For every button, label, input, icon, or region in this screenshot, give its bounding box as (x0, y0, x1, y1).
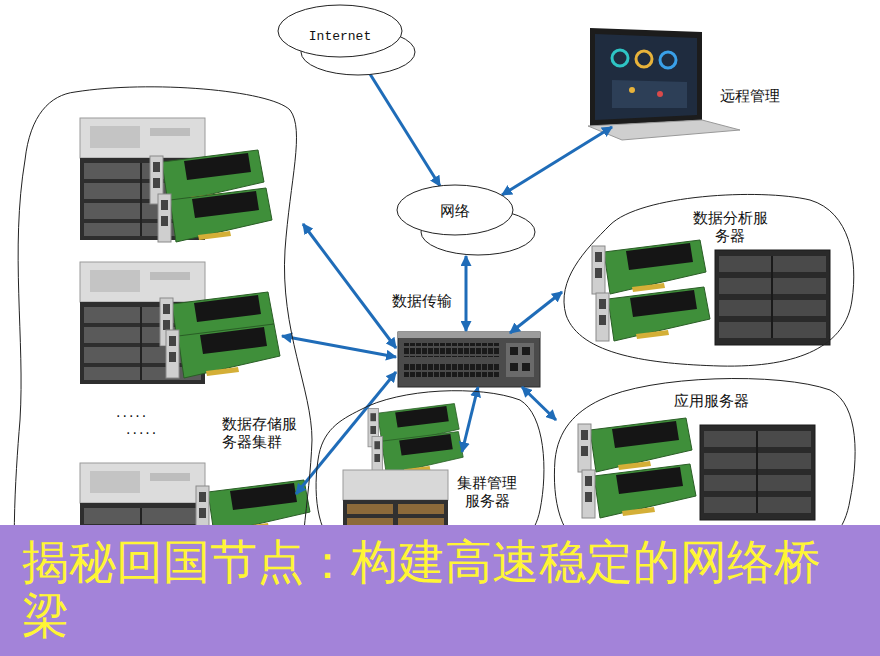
management-server (343, 470, 448, 532)
laptop-picture (588, 28, 740, 140)
node-label: 数据存储服务器集群 (222, 415, 300, 451)
connector-arrow (296, 372, 396, 494)
switch-picture (398, 332, 540, 387)
connector-arrow (370, 74, 440, 186)
node-label: Internet (278, 28, 402, 46)
rack-server (715, 250, 830, 345)
connector-arrow (465, 256, 468, 331)
network-card (158, 188, 272, 242)
network-card (596, 287, 710, 341)
title-banner: 揭秘回国节点：构建高速稳定的网络桥梁 (0, 525, 880, 656)
cloud-shape (278, 5, 402, 57)
analysis-server-region: 数据分析服务器 (562, 188, 858, 370)
connector-arrow (303, 224, 396, 348)
connector-arrow (502, 127, 612, 195)
node-label: 集群管理服务器 (455, 474, 519, 510)
ellipsis-label: ..... (126, 421, 158, 437)
node-label: 远程管理 (720, 87, 800, 105)
node-label: 网络 (393, 202, 517, 220)
network-card (592, 240, 706, 294)
rack-server (700, 425, 815, 520)
network-card (582, 464, 696, 518)
connector-arrow (510, 292, 562, 333)
ellipsis-label: ..... (116, 404, 148, 420)
node-label: 数据传输 (392, 292, 472, 310)
laptop-node: 远程管理 (580, 25, 805, 143)
connector-arrow (282, 336, 396, 357)
connector-arrow (522, 387, 556, 420)
cloud-outline (393, 183, 538, 258)
cloud-node: 网络 (393, 183, 538, 258)
node-label: 数据分析服务器 (690, 209, 770, 245)
switch-node: 数据传输 (392, 290, 542, 387)
region-outline (313, 387, 548, 547)
banner-title: 揭秘回国节点：构建高速稳定的网络桥梁 (22, 535, 842, 643)
cloud-node: Internet (278, 5, 418, 77)
network-card (372, 432, 463, 475)
connector-arrow (462, 387, 478, 452)
network-card (578, 418, 692, 472)
node-label: 应用服务器 (674, 392, 764, 410)
region-shape (564, 194, 854, 366)
network-card (166, 324, 280, 378)
management-server-region: 集群管理服务器 (313, 387, 548, 547)
